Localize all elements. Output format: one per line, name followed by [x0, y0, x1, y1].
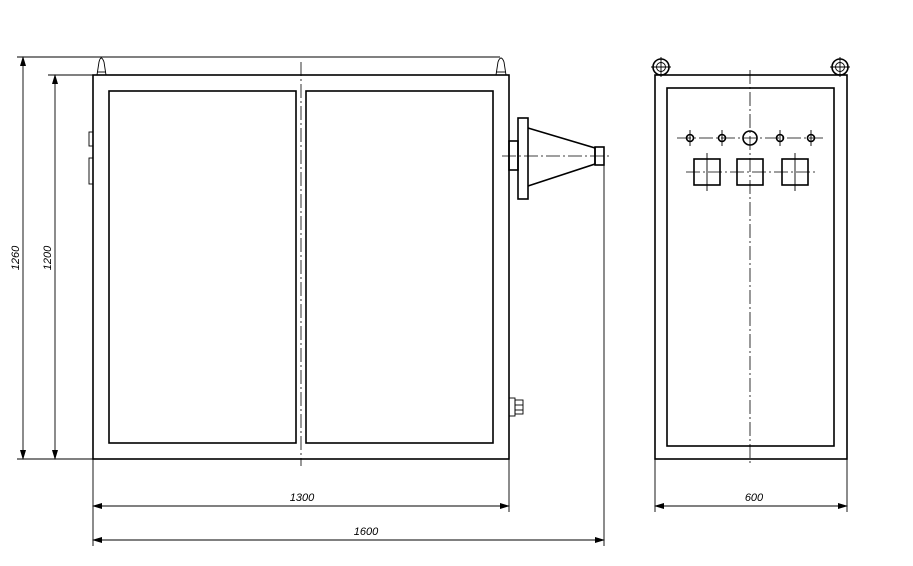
dimension-lines: 1260 1200 1300 1600 600 [10, 56, 848, 546]
side-body [654, 74, 848, 460]
dim-body-width: 1300 [290, 492, 315, 504]
indicator-lamps [677, 130, 826, 146]
door-panel-left [108, 90, 297, 444]
cable-gland [508, 397, 524, 417]
hinge-upper [88, 131, 94, 147]
meter-2 [736, 158, 764, 186]
main-switch-knob [742, 130, 758, 146]
lifting-ring-right [830, 57, 850, 77]
side-view [651, 57, 850, 466]
side-inner-panel [666, 87, 835, 447]
door-panel-right [305, 90, 494, 444]
meter-windows [686, 153, 816, 191]
hinge-lower [88, 157, 94, 185]
front-view [88, 57, 612, 466]
lifting-eye-right [495, 57, 507, 76]
dim-overall-height: 1260 [10, 245, 22, 270]
conical-nozzle [502, 117, 612, 200]
dim-body-height: 1200 [42, 245, 54, 270]
lifting-ring-left [651, 57, 671, 77]
dim-depth: 600 [745, 492, 764, 504]
lifting-eye-left [96, 57, 107, 76]
dim-overall-width: 1600 [354, 526, 379, 538]
